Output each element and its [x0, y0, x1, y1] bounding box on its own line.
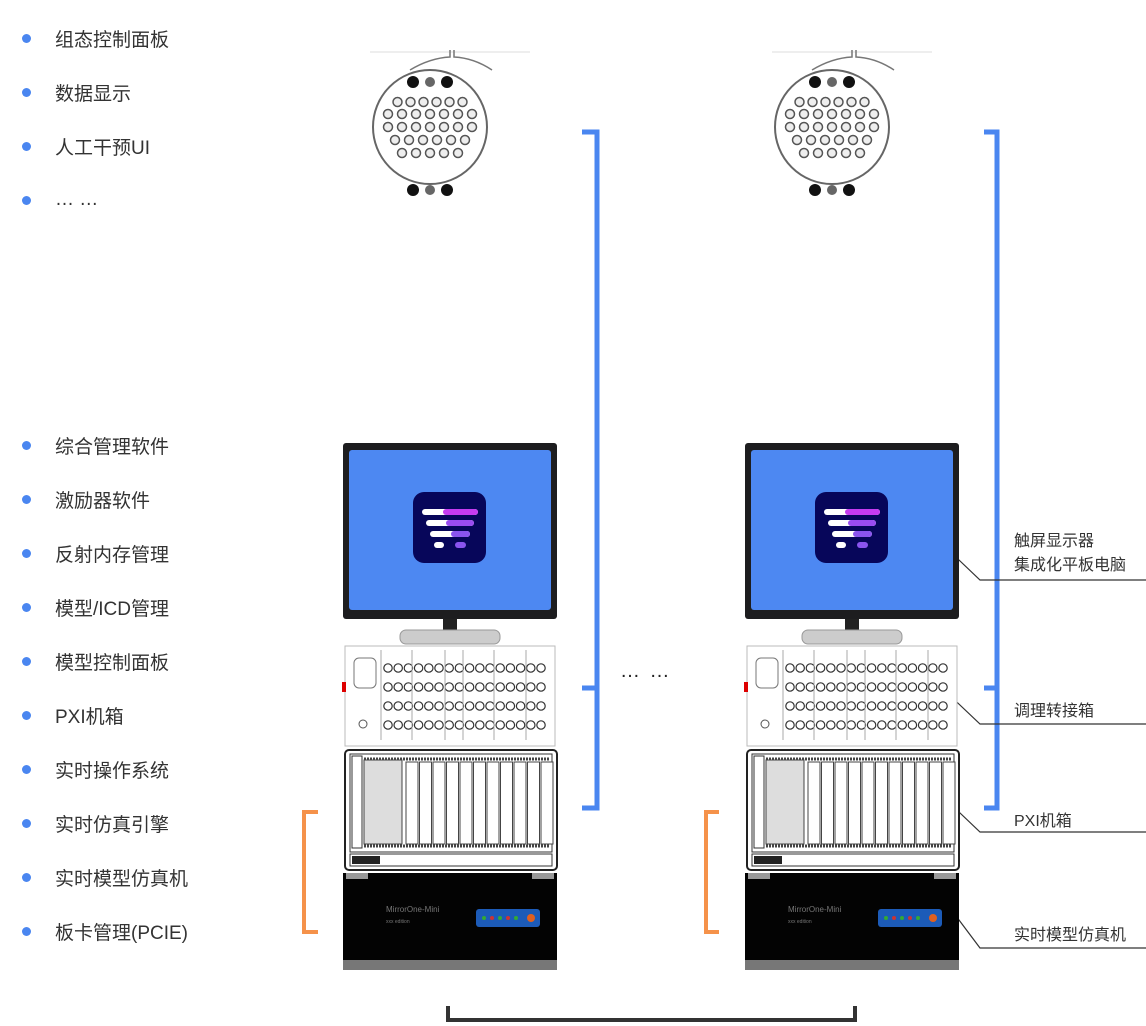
list-item-label: … …	[55, 189, 99, 210]
list-item: … …	[22, 188, 98, 212]
list-item: 实时模型仿真机	[22, 865, 189, 890]
callout-touchscreen: 触屏显示器 集成化平板电脑	[1014, 530, 1126, 578]
bullet-icon	[22, 548, 31, 558]
list-item-label: 综合管理软件	[55, 436, 170, 458]
list-item: 反射内存管理	[22, 541, 170, 566]
list-item: 数据显示	[22, 80, 132, 105]
list-item: 模型控制面板	[22, 649, 170, 674]
list-item-label: 组态控制面板	[55, 29, 170, 51]
pxi-chassis	[746, 749, 960, 871]
list-item: 实时操作系统	[22, 757, 170, 782]
callout-signal-box: 调理转接箱	[1014, 703, 1095, 720]
list-item: 人工干预UI	[22, 134, 151, 159]
bullet-icon	[22, 33, 31, 43]
circular-connector-icon	[370, 50, 530, 196]
simulator-name-text: MirrorOne-Mini	[386, 905, 440, 914]
circular-connector-icon	[772, 50, 932, 196]
realtime-simulator: MirrorOne-Mini xxx edition	[745, 873, 959, 970]
list-item: 激励器软件	[22, 487, 151, 512]
separator-dots: … …	[620, 660, 672, 682]
bullet-icon	[22, 872, 31, 882]
dark-bracket-bottom	[446, 1006, 857, 1022]
list-item: 板卡管理(PCIE)	[22, 919, 189, 944]
orange-bracket-left	[302, 810, 318, 934]
list-item-label: 实时操作系统	[55, 760, 170, 782]
touchscreen-monitor	[343, 443, 557, 645]
realtime-simulator: MirrorOne-Mini xxx edition	[343, 873, 557, 970]
app-logo-icon	[413, 492, 486, 563]
app-logo-icon	[815, 492, 888, 563]
callout-simulator: 实时模型仿真机	[1014, 927, 1127, 944]
blue-bracket-right	[984, 129, 1000, 811]
bullet-icon	[22, 764, 31, 774]
list-item-label: 反射内存管理	[55, 544, 170, 566]
list-item-label: 激励器软件	[55, 490, 151, 512]
bullet-icon	[22, 87, 31, 97]
list-item-label: 人工干预UI	[55, 137, 151, 159]
bullet-icon	[22, 656, 31, 666]
list-item-label: 实时仿真引擎	[55, 814, 170, 836]
simulator-edition-text: xxx edition	[386, 919, 410, 925]
pxi-chassis	[344, 749, 558, 871]
callout-pxi-chassis: PXI机箱	[1014, 813, 1072, 830]
station-1: MirrorOne-Mini xxx edition	[340, 40, 560, 980]
bullet-icon	[22, 602, 31, 612]
bullet-icon	[22, 141, 31, 151]
list-item-label: 数据显示	[55, 83, 132, 105]
list-item: 实时仿真引擎	[22, 811, 170, 836]
simulator-edition-text: xxx edition	[788, 919, 812, 925]
list-item-label: 模型/ICD管理	[55, 598, 170, 620]
callout-touchscreen-line1: 触屏显示器	[1014, 533, 1095, 550]
list-item-label: PXI机箱	[55, 706, 124, 728]
list-item: PXI机箱	[22, 703, 124, 728]
list-item-label: 板卡管理(PCIE)	[55, 922, 189, 944]
touchscreen-monitor	[745, 443, 959, 645]
callout-touchscreen-line2: 集成化平板电脑	[1014, 557, 1127, 574]
bullet-icon	[22, 494, 31, 504]
list-item: 综合管理软件	[22, 433, 170, 458]
bullet-icon	[22, 440, 31, 450]
list-item-label: 实时模型仿真机	[55, 868, 189, 890]
blue-bracket-left	[582, 129, 600, 811]
signal-conditioning-box	[342, 645, 556, 747]
orange-bracket-right	[704, 810, 719, 934]
bullet-icon	[22, 926, 31, 936]
list-item: 组态控制面板	[22, 26, 170, 51]
simulator-name-text: MirrorOne-Mini	[788, 905, 842, 914]
bullet-icon	[22, 818, 31, 828]
list-item: 模型/ICD管理	[22, 595, 170, 620]
list-item-label: 模型控制面板	[55, 652, 170, 674]
callout-lines	[937, 539, 1146, 949]
station-2: MirrorOne-Mini xxx edition	[742, 40, 962, 980]
signal-conditioning-box	[744, 645, 958, 747]
bullet-icon	[22, 195, 31, 205]
bullet-icon	[22, 710, 31, 720]
